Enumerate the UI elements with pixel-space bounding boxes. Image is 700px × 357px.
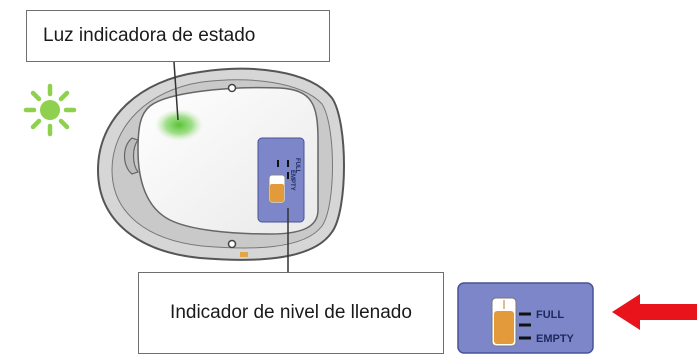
zoomed-full-label: FULL xyxy=(536,309,564,321)
device-full-label: FULL xyxy=(294,158,300,174)
device-indicator-slider xyxy=(270,184,284,202)
side-button xyxy=(123,137,139,175)
zoomed-empty-label: EMPTY xyxy=(536,333,575,345)
top-screw xyxy=(227,83,237,93)
status-light xyxy=(155,109,203,141)
fill-level-label: Indicador de nivel de llenado xyxy=(170,302,412,324)
device-empty-label: EMPTY xyxy=(289,170,295,191)
zoomed-fill-indicator: FULL EMPTY xyxy=(457,282,594,354)
status-light-label: Luz indicadora de estado xyxy=(43,25,256,46)
bottom-screw xyxy=(227,239,237,249)
sensor-device: FULL EMPTY xyxy=(96,67,345,261)
zoomed-slider xyxy=(494,311,514,344)
status-leader-line xyxy=(173,61,179,121)
status-light-callout: Luz indicadora de estado xyxy=(26,10,330,62)
red-arrow-icon xyxy=(612,294,697,330)
fill-level-callout: Indicador de nivel de llenado xyxy=(138,272,444,354)
sun-icon xyxy=(23,83,77,137)
bottom-tab xyxy=(240,252,248,257)
